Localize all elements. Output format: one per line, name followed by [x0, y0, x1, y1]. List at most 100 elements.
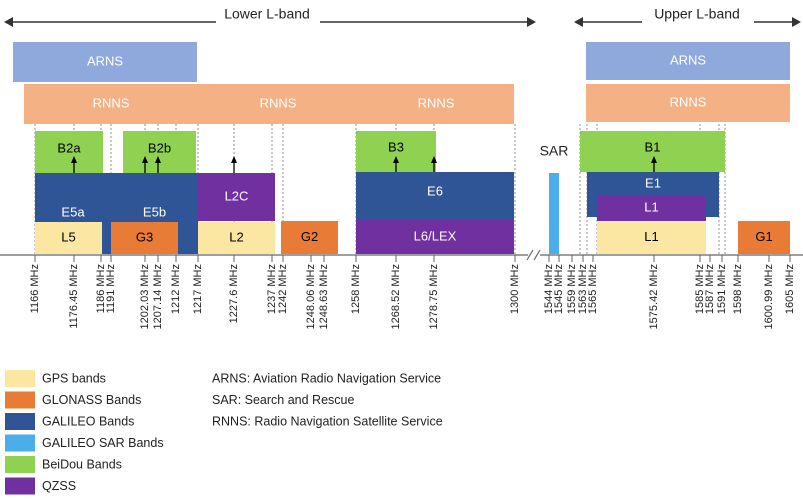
up-arrow	[651, 156, 657, 172]
frequency-axis	[0, 249, 803, 261]
band-l1-qzss-rect	[597, 195, 706, 221]
band-sar	[549, 173, 559, 254]
band-l1-qzss-label: L1	[644, 199, 658, 214]
band-l2-rect	[198, 222, 275, 254]
band-l1-gps-label: L1	[644, 229, 658, 244]
lower-band-header: Lower L-band	[4, 3, 536, 27]
tick-label: 1237 MHz	[266, 264, 278, 314]
band-b2a-label: B2a	[57, 140, 81, 155]
tick-label: 1202.03 MHz	[139, 264, 151, 329]
legend-item-galileo: GALILEO Bands	[5, 413, 134, 430]
tick-label: 1598 MHz	[732, 264, 744, 314]
band-l1-gps: L1	[597, 221, 706, 254]
tick-label: 1258 MHz	[350, 264, 362, 314]
tick-label: 1166 MHz	[29, 264, 41, 313]
band-g3-label: G3	[136, 229, 153, 244]
band-rnns-3-label: RNNS	[418, 95, 455, 110]
band-b2b-label: B2b	[148, 140, 171, 155]
sar-label: SAR	[540, 143, 569, 159]
band-b3-label: B3	[388, 139, 404, 154]
tick-label: 1559 MHz	[566, 264, 578, 314]
band-b1-label: B1	[645, 139, 661, 154]
band-rnns-2: RNNS	[198, 84, 358, 124]
band-l2c-rect	[198, 173, 275, 221]
band-rnns-3: RNNS	[358, 84, 514, 124]
band-l1-qzss: L1	[597, 195, 706, 221]
legend-label: GLONASS Bands	[42, 393, 141, 407]
legend-swatch	[5, 391, 35, 409]
legend-swatch	[5, 413, 35, 430]
band-l5-label: L5	[61, 229, 75, 244]
band-b1-rect	[580, 131, 725, 172]
center-frequency-arrows	[71, 156, 657, 173]
band-g2: G2	[281, 221, 338, 254]
axis-break-mark	[526, 249, 534, 261]
band-g1-rect	[738, 221, 790, 254]
legend-item-galileo_sar: GALILEO SAR Bands	[5, 434, 164, 452]
tick-label: 1217 MHz	[192, 264, 204, 314]
up-arrow	[431, 156, 437, 172]
band-g3-rect	[111, 222, 178, 254]
band-l5-rect	[35, 222, 102, 254]
tick-label: 1591 MHz	[716, 264, 728, 314]
tick-label: 1587 MHz	[704, 264, 716, 314]
band-rnns-upper-rect	[586, 84, 790, 122]
band-e6: E6	[356, 172, 514, 220]
band-arns-upper-rect	[586, 42, 790, 80]
tick-label: 1191 MHz	[105, 264, 117, 313]
band-e5a-label: E5a	[61, 204, 85, 219]
tick-label: 1227.6 MHz	[228, 264, 240, 323]
band-l2: L2	[198, 222, 275, 254]
band-arns-upper: ARNS	[586, 42, 790, 80]
up-arrow	[393, 156, 399, 172]
tick-label: 1575.42 MHz	[648, 264, 660, 329]
band-g1-label: G1	[755, 229, 772, 244]
band-g3: G3	[111, 222, 178, 254]
lower-band-title: Lower L-band	[224, 6, 310, 22]
legend-swatch	[5, 370, 35, 387]
band-g2-rect	[281, 221, 338, 254]
tick-label: 1248.63 MHz	[318, 264, 330, 329]
legend-label: GPS bands	[42, 371, 106, 385]
band-l2c: L2C	[198, 173, 275, 221]
legend-abbreviation: RNNS: Radio Navigation Satellite Service	[212, 414, 443, 428]
legend-item-beidou: BeiDou Bands	[5, 456, 122, 473]
tick-label: 1268.52 MHz	[390, 264, 402, 329]
band-l5: L5	[35, 222, 102, 254]
band-rnns-2-label: RNNS	[260, 95, 297, 110]
up-arrow	[142, 156, 148, 173]
band-rnns-1-label: RNNS	[93, 95, 130, 110]
band-g2-label: G2	[301, 229, 318, 244]
tick-label: 1565 MHz	[587, 264, 599, 314]
legend-label: GALILEO Bands	[42, 414, 134, 428]
band-l2-label: L2	[229, 229, 243, 244]
band-rnns-upper: RNNS	[586, 84, 790, 122]
band-sar-rect	[549, 173, 559, 254]
tick-label: 1600.99 MHz	[763, 264, 775, 329]
legend-label: BeiDou Bands	[42, 457, 122, 471]
legend-swatch	[5, 434, 35, 452]
band-b1: B1	[580, 131, 725, 172]
tick-label: 1212 MHz	[170, 264, 182, 314]
band-rnns-1-rect	[24, 84, 198, 124]
upper-band-title: Upper L-band	[654, 6, 740, 22]
band-b2a-rect	[35, 131, 103, 173]
tick-label: 1605 MHz	[784, 264, 796, 314]
band-e1-label: E1	[645, 175, 661, 190]
band-e6-label: E6	[427, 183, 443, 198]
up-arrow	[155, 156, 161, 173]
legend-item-gps: GPS bands	[5, 370, 106, 387]
band-g1: G1	[738, 221, 790, 254]
tick-label: 1544 MHz	[543, 264, 555, 314]
tick-label: 1278.75 MHz	[428, 264, 440, 329]
legend-abbreviation: ARNS: Aviation Radio Navigation Service	[212, 371, 441, 385]
band-rnns-1: RNNS	[24, 84, 198, 124]
band-l1-gps-rect	[597, 221, 706, 254]
tick-label: 1563 MHz	[577, 264, 589, 314]
band-b2b: B2b	[123, 131, 196, 173]
legend-swatch	[5, 477, 35, 495]
band-l6lex-label: L6/LEX	[414, 228, 457, 243]
